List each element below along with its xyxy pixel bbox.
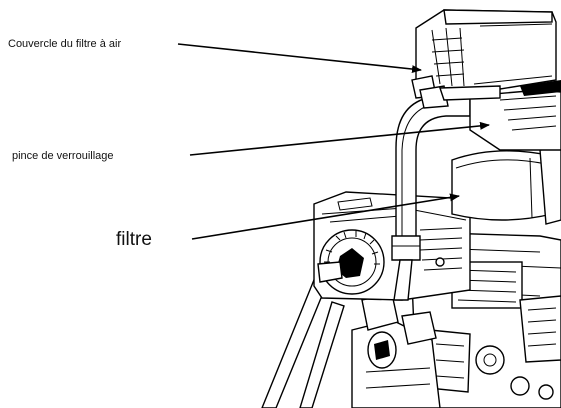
air-filter-cover-label: Couvercle du filtre à air xyxy=(8,38,122,50)
cover-leader-line xyxy=(177,43,422,74)
callout-lines xyxy=(177,43,490,240)
filter-label: filtre xyxy=(116,229,152,250)
air-filter-cover xyxy=(411,9,557,109)
air-filter-canister xyxy=(451,147,561,225)
intake-tube xyxy=(391,95,471,301)
engine-head xyxy=(469,80,561,151)
filter-leader-line xyxy=(191,193,460,240)
locking-clip-label: pince de verrouillage xyxy=(12,150,114,162)
pump-body xyxy=(351,293,441,408)
clip-leader-line xyxy=(189,121,490,156)
